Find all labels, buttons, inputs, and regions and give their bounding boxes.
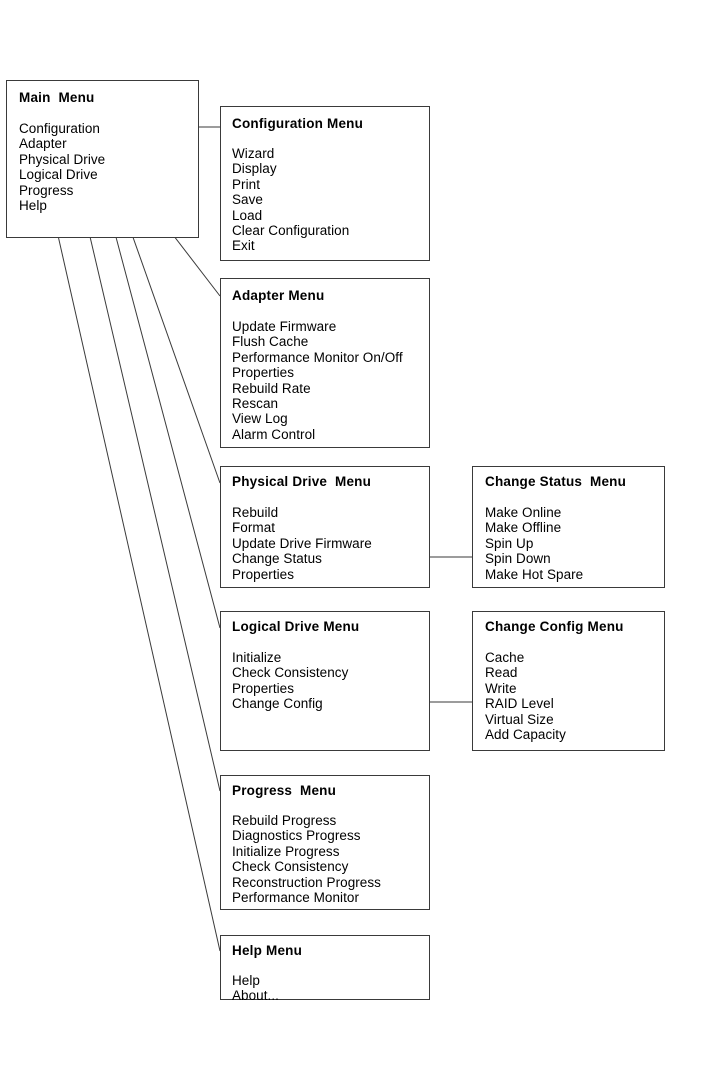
- menu-item-rebuild[interactable]: Rebuild: [232, 505, 279, 520]
- menu-item-change-status[interactable]: Change Status: [232, 551, 322, 567]
- change-status-menu-box: Change Status Menu Make Online Make Offl…: [472, 466, 665, 588]
- menu-item-check-consistency[interactable]: Check Consistency: [232, 859, 349, 875]
- main-menu-items: Configuration Adapter Physical Drive Log…: [19, 121, 105, 213]
- logical-drive-menu-title: Logical Drive Menu: [232, 619, 360, 634]
- adapter-menu-items: Update Firmware Flush Cache Performance …: [232, 319, 403, 442]
- progress-menu-box: Progress Menu Rebuild Progress Diagnosti…: [220, 775, 430, 910]
- menu-item-configuration[interactable]: Configuration: [19, 121, 100, 136]
- menu-item-help[interactable]: Help: [19, 198, 47, 214]
- menu-item-add-capacity[interactable]: Add Capacity: [485, 727, 566, 743]
- change-config-menu-items: Cache Read Write RAID Level Virtual Size…: [485, 650, 566, 742]
- menu-item-spin-up[interactable]: Spin Up: [485, 535, 534, 551]
- menu-item-rebuild-progress[interactable]: Rebuild Progress: [232, 813, 337, 828]
- menu-item-display[interactable]: Display: [232, 161, 277, 177]
- menu-item-performance-monitor-on-off[interactable]: Performance Monitor On/Off: [232, 349, 403, 365]
- menu-item-virtual-size[interactable]: Virtual Size: [485, 711, 554, 727]
- progress-menu-title: Progress Menu: [232, 783, 337, 798]
- menu-item-make-online[interactable]: Make Online: [485, 505, 562, 520]
- help-menu-title: Help Menu: [232, 943, 303, 958]
- menu-item-logical-drive[interactable]: Logical Drive: [19, 167, 98, 183]
- menu-item-performance-monitor[interactable]: Performance Monitor: [232, 890, 359, 906]
- physical-drive-menu-items: Rebuild Format Update Drive Firmware Cha…: [232, 505, 372, 582]
- menu-item-adapter[interactable]: Adapter: [19, 136, 67, 152]
- menu-item-format[interactable]: Format: [232, 520, 276, 536]
- help-menu-box: Help Menu Help About...: [220, 935, 430, 1003]
- physical-drive-menu-title: Physical Drive Menu: [232, 474, 372, 489]
- menu-item-diagnostics-progress[interactable]: Diagnostics Progress: [232, 828, 361, 844]
- menu-item-properties[interactable]: Properties: [232, 365, 295, 381]
- physical-drive-menu-box: Physical Drive Menu Rebuild Format Updat…: [220, 466, 430, 588]
- menu-item-check-consistency[interactable]: Check Consistency: [232, 665, 349, 681]
- menu-item-clear-configuration[interactable]: Clear Configuration: [232, 223, 350, 239]
- adapter-menu-box: Adapter Menu Update Firmware Flush Cache…: [220, 278, 430, 448]
- menu-item-properties[interactable]: Properties: [232, 566, 295, 582]
- menu-item-help[interactable]: Help: [232, 973, 260, 988]
- menu-item-spin-down[interactable]: Spin Down: [485, 551, 551, 567]
- menu-item-update-firmware[interactable]: Update Firmware: [232, 319, 337, 334]
- configuration-menu-box: Configuration Menu Wizard Display Print …: [220, 106, 430, 261]
- change-status-menu-items: Make Online Make Offline Spin Up Spin Do…: [485, 505, 583, 582]
- menu-item-update-drive-firmware[interactable]: Update Drive Firmware: [232, 535, 372, 551]
- menu-item-raid-level[interactable]: RAID Level: [485, 696, 554, 712]
- menu-item-reconstruction-progress[interactable]: Reconstruction Progress: [232, 874, 381, 890]
- menu-item-view-log[interactable]: View Log: [232, 411, 288, 427]
- connector-progress: [79, 193, 221, 792]
- menu-item-about[interactable]: About...: [232, 988, 279, 1004]
- menu-item-exit[interactable]: Exit: [232, 238, 255, 254]
- change-config-menu-title: Change Config Menu: [485, 619, 624, 634]
- menu-item-properties[interactable]: Properties: [232, 680, 295, 696]
- menu-item-rebuild-rate[interactable]: Rebuild Rate: [232, 380, 311, 396]
- logical-drive-menu-box: Logical Drive Menu Initialize Check Cons…: [220, 611, 430, 751]
- menu-item-cache[interactable]: Cache: [485, 650, 525, 665]
- menu-item-read[interactable]: Read: [485, 665, 518, 681]
- progress-menu-items: Rebuild Progress Diagnostics Progress In…: [232, 813, 381, 905]
- menu-item-print[interactable]: Print: [232, 176, 261, 192]
- connector-help: [51, 208, 221, 952]
- configuration-menu-items: Wizard Display Print Save Load Clear Con…: [232, 146, 349, 254]
- menu-item-progress[interactable]: Progress: [19, 182, 74, 198]
- menu-item-change-config[interactable]: Change Config: [232, 696, 323, 712]
- connector-logical-drive: [99, 176, 221, 629]
- menu-item-flush-cache[interactable]: Flush Cache: [232, 334, 309, 350]
- menu-item-initialize-progress[interactable]: Initialize Progress: [232, 843, 340, 859]
- menu-item-alarm-control[interactable]: Alarm Control: [232, 426, 316, 442]
- menu-item-physical-drive[interactable]: Physical Drive: [19, 151, 106, 167]
- menu-item-write[interactable]: Write: [485, 680, 517, 696]
- menu-item-save[interactable]: Save: [232, 192, 263, 208]
- menu-item-initialize[interactable]: Initialize: [232, 650, 282, 665]
- change-status-menu-title: Change Status Menu: [485, 474, 627, 489]
- main-menu-title: Main Menu: [19, 90, 95, 105]
- menu-item-rescan[interactable]: Rescan: [232, 396, 279, 412]
- change-config-menu-box: Change Config Menu Cache Read Write RAID…: [472, 611, 665, 751]
- menu-item-make-offline[interactable]: Make Offline: [485, 520, 562, 536]
- adapter-menu-title: Adapter Menu: [232, 288, 325, 303]
- logical-drive-menu-items: Initialize Check Consistency Properties …: [232, 650, 348, 712]
- menu-item-wizard[interactable]: Wizard: [232, 146, 275, 161]
- menu-item-make-hot-spare[interactable]: Make Hot Spare: [485, 566, 584, 582]
- main-menu-box: Main Menu Configuration Adapter Physical…: [6, 80, 199, 238]
- configuration-menu-title: Configuration Menu: [232, 116, 364, 131]
- menu-item-load[interactable]: Load: [232, 207, 263, 223]
- help-menu-items: Help About...: [232, 973, 279, 1004]
